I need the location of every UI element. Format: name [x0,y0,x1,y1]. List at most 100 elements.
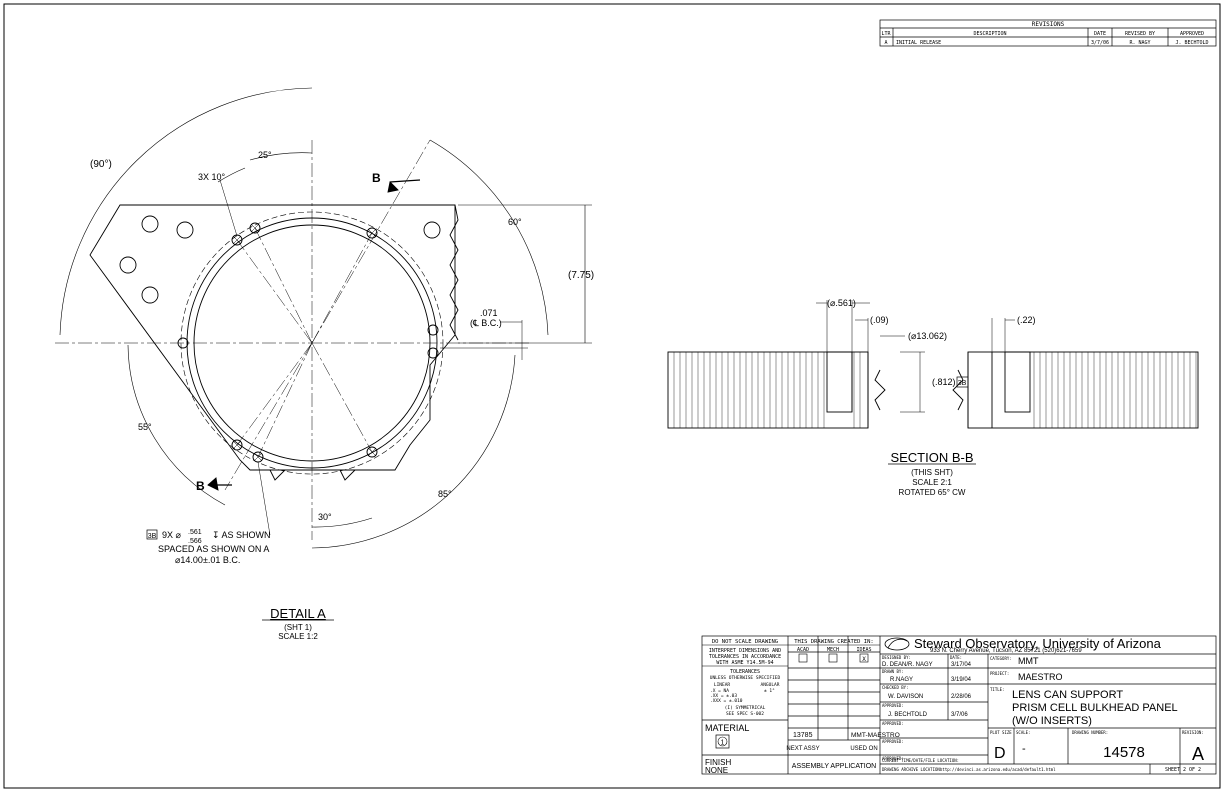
tb-angular: ANGULAR [761,682,780,688]
tb-spec: SEE SPEC S-002 [726,711,764,717]
rev-header-revised: REVISED BY [1125,31,1155,37]
dim-09: (.09) [870,315,889,325]
tb-material-tag-box [715,734,730,749]
tb-ideas-checkbox [859,653,869,663]
dim-offset-label: (℄ B.C.) [470,318,502,328]
tb-scale: - [1022,743,1026,755]
dim-hole-dia: (⌀.561) [827,298,856,308]
tb-tol-xxx: .XXX = ±.010 [710,698,743,704]
tb-finish-value: NONE [705,766,728,775]
bolt-hole [249,222,261,234]
rev-header-ltr: LTR [881,31,891,37]
tb-do-not-scale: DO NOT SCALE DRAWING [712,639,778,645]
tb-acad: ACAD [797,647,809,653]
bolt-hole [231,439,243,451]
rev-header-desc: DESCRIPTION [973,31,1006,37]
tb-category: MMT [1018,656,1039,666]
tb-plot-size-label: PLOT SIZE [990,730,1012,735]
bolt-hole [366,446,378,458]
section-mark-top: B [372,171,381,185]
tb-drawn-date: 3/19/04 [951,677,972,683]
note-line3: ⌀14.00±.01 B.C. [175,555,240,565]
tb-drawing-number-label: DRAWING NUMBER: [1072,730,1108,735]
tb-plot-size: D [994,745,1006,762]
tb-org-name: Steward Observatory, University of Arizo… [914,636,1162,651]
tb-tol-ang: ± 1° [764,688,775,694]
break-line-bottom [269,469,356,481]
rev-row-revised: R. NAGY [1129,40,1150,46]
tb-checked-date: 2/28/06 [951,694,972,700]
tb-designed: D. DEAN/R. NAGY [882,662,933,668]
detail-a-sheet: (SHT 1) [284,623,312,632]
tb-next-assy-value: 13785 [793,732,813,739]
section-hatching [673,352,1197,428]
tb-revision: A [1192,744,1204,764]
panel-outline [89,204,456,471]
tb-drawn-label: DRAWN BY: [882,669,904,674]
dim-height: (7.75) [568,270,594,281]
tb-drawing-number: 14578 [1103,744,1145,761]
section-left-hole [826,351,853,413]
tb-mech-checkbox [828,653,838,663]
detail-a-scale: SCALE 1:2 [278,632,318,641]
mount-hole [423,221,441,239]
section-right-hole [1004,351,1031,413]
note-line1-prefix: 9X ⌀ [162,530,182,540]
note-line2: SPACED AS SHOWN ON A [158,544,269,554]
steward-logo-icon [884,637,910,651]
tb-used-on-value: MMT-MAESTRO [851,732,900,739]
tb-interpret-3: WITH ASME Y14.5M-94 [716,660,773,666]
bolt-hole [427,347,439,359]
tb-mech: MECH [827,647,839,653]
tb-title-line1: LENS CAN SUPPORT [1012,689,1123,701]
mount-hole [176,221,194,239]
rev-row-ltr: A [884,40,887,46]
tb-tol-xx: .XX = ±.03 [710,693,737,699]
tb-interpret-1: INTERPRET DIMENSIONS AND [709,648,781,654]
mount-hole [119,256,137,274]
dim-22: (.22) [1017,315,1036,325]
detail-a-view [55,87,592,549]
dim-depth: (.812) [932,377,956,387]
tb-sheet: SHEET 2 OF 2 [1165,767,1201,773]
tb-checked-label: CHECKED BY: [882,685,909,690]
section-right-body [967,351,1199,429]
mount-hole [141,215,159,233]
tb-used-on-label: USED ON [850,746,877,752]
tb-approved4-label: APPROVED: [882,756,904,761]
tb-revision-label: REVISION: [1182,730,1204,735]
revisions-table [879,19,1217,47]
tb-checked: W. DAVISON [888,694,923,700]
tb-symmetrical: (I) SYMMETRICAL [725,705,766,711]
note-line1-suffix: ↧ AS SHOWN [212,530,271,540]
tb-material-tag: 1 [721,740,725,747]
tb-drawn: R.NAGY [890,677,913,683]
tb-approved-label: APPROVED: [882,703,904,708]
tb-finish-label: FINISH [705,758,731,767]
section-dims [816,300,1015,413]
tb-project-label: PROJECT: [990,671,1009,676]
tb-scale-label: SCALE: [1016,730,1030,735]
tb-approved-date: 3/7/06 [951,712,968,718]
tb-tolerances: TOLERANCES [730,669,760,675]
section-bb-view [667,351,1199,429]
tb-approved2-label: APPROVED: [882,721,904,726]
tb-approved3-label: APPROVED: [882,739,904,744]
dim-dia13: (⌀13.062) [908,331,947,341]
dim-angle-10: 3X 10° [198,172,226,182]
note-line1-bottom: .566 [188,538,202,545]
bolt-hole [427,324,439,336]
tb-title-label: TITLE: [990,687,1004,692]
tb-next-assy-label: NEXT ASSY [786,746,819,752]
tb-archive-label: DRAWING ARCHIVE LOCATION: [882,767,942,772]
rev-row-approved: J. BECHTOLD [1175,40,1208,46]
section-bb-sheet: (THIS SHT) [911,468,953,477]
tb-org-address: 933 N. Cherry Avenue, Tucson, AZ 85721 (… [930,648,1082,654]
tb-category-label: CATEGORY: [990,656,1012,661]
mount-hole [141,286,159,304]
title-block [701,635,1217,775]
tb-acad-checkbox [798,653,808,663]
detail-a-title: DETAIL A [270,606,326,621]
section-bb-rotation: ROTATED 65° CW [899,488,966,497]
